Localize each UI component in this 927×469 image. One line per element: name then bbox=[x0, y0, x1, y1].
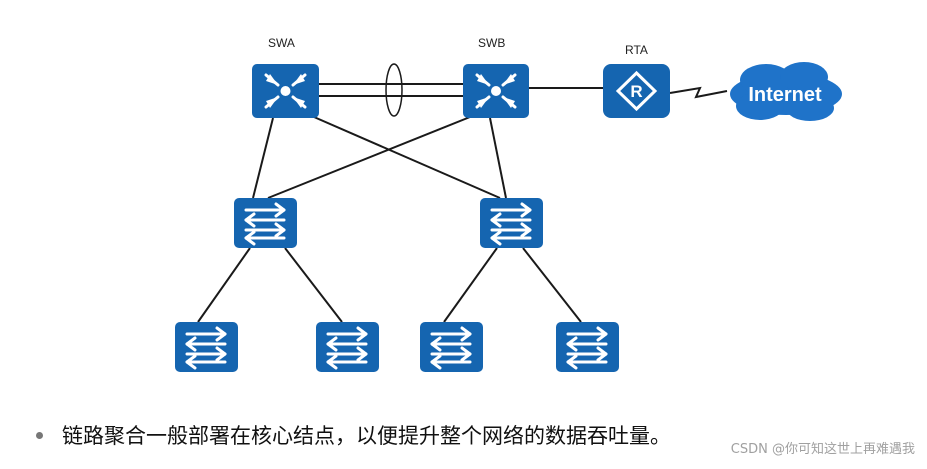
bullet-text: 链路聚合一般部署在核心结点，以便提升整个网络的数据吞吐量。 bbox=[62, 424, 671, 448]
link-distr-access3 bbox=[443, 247, 498, 323]
bullet-item: 链路聚合一般部署在核心结点，以便提升整个网络的数据吞吐量。 bbox=[36, 418, 671, 452]
link-aggregation-ellipse-icon bbox=[385, 63, 403, 117]
link-distr-access4 bbox=[522, 247, 582, 323]
link-distl-access1 bbox=[197, 247, 251, 323]
router-icon bbox=[603, 64, 670, 118]
router-diamond bbox=[615, 70, 658, 112]
swa-label: SWA bbox=[268, 36, 295, 50]
swb-label: SWB bbox=[478, 36, 506, 50]
core-switch-swa[interactable] bbox=[252, 64, 319, 118]
access-switch-2[interactable] bbox=[316, 322, 379, 372]
access-switch-4[interactable] bbox=[556, 322, 619, 372]
link-swa-dist-left bbox=[252, 117, 274, 199]
bullet-dot-icon bbox=[36, 431, 43, 439]
switch-arrows bbox=[430, 326, 472, 370]
switch-arrows bbox=[185, 326, 227, 370]
switch-icon bbox=[480, 198, 543, 248]
switch-arrows bbox=[244, 202, 286, 246]
wan-zigzag-link bbox=[669, 86, 728, 99]
access-switch-dist-right[interactable] bbox=[480, 198, 543, 248]
cloud-icon bbox=[730, 62, 842, 121]
router-rta[interactable]: R bbox=[603, 64, 670, 118]
access-switch-dist-left[interactable] bbox=[234, 198, 297, 248]
switch-arrows bbox=[326, 326, 368, 370]
access-switch-1[interactable] bbox=[175, 322, 238, 372]
switch-icon bbox=[316, 322, 379, 372]
rta-label: RTA bbox=[625, 43, 648, 57]
core-switch-arrows bbox=[475, 73, 517, 109]
router-r-glyph: R bbox=[630, 82, 642, 101]
switch-icon bbox=[420, 322, 483, 372]
link-swb-dist-right bbox=[489, 117, 507, 199]
switch-arrows bbox=[490, 202, 532, 246]
watermark: CSDN @你可知这世上再难遇我 bbox=[730, 442, 915, 457]
link-distl-access2 bbox=[284, 247, 343, 323]
internet-cloud[interactable]: Internet bbox=[730, 62, 842, 121]
core-switch-swb[interactable] bbox=[463, 64, 529, 118]
link-swb-dist-left bbox=[267, 116, 471, 199]
links bbox=[197, 83, 728, 323]
core-switch-arrows bbox=[264, 73, 307, 109]
switch-icon bbox=[175, 322, 238, 372]
link-swa-dist-right bbox=[313, 116, 501, 199]
switch-arrows bbox=[566, 326, 608, 370]
access-switch-3[interactable] bbox=[420, 322, 483, 372]
internet-label: Internet bbox=[748, 84, 822, 106]
switch-icon bbox=[234, 198, 297, 248]
switch-icon bbox=[556, 322, 619, 372]
